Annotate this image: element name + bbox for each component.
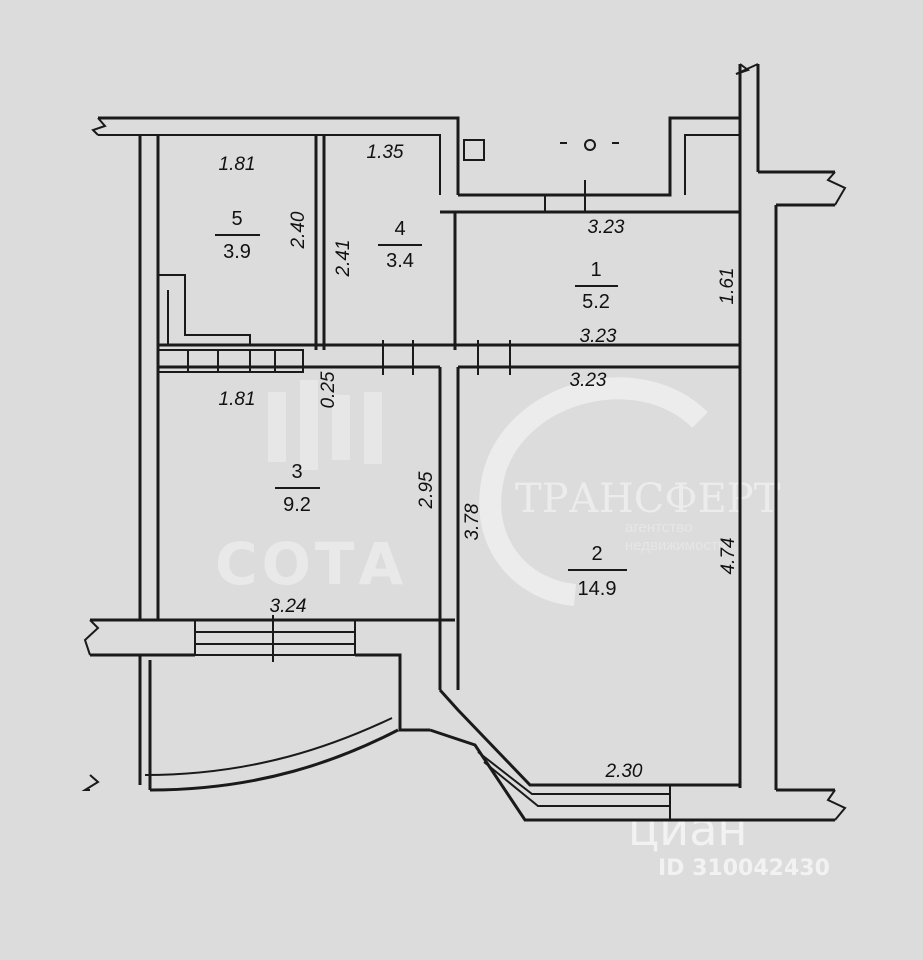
dim-room3-gap: 0.25 <box>318 371 339 408</box>
room-3-area: 9.2 <box>283 494 311 516</box>
sota-logo-mark-2 <box>300 380 318 470</box>
dim-room5-height: 2.40 <box>288 211 309 249</box>
room-2-number: 2 <box>591 543 602 565</box>
dim-corridor-width: 3.23 <box>570 370 607 391</box>
walls <box>81 63 847 822</box>
sota-logo-mark <box>268 392 286 462</box>
cian-watermark: циан ID 310042430 <box>628 802 830 881</box>
room-3-label: 3 9.2 <box>275 461 320 516</box>
room-1-number: 1 <box>590 259 601 281</box>
sota-watermark: СОТА <box>215 380 407 598</box>
dim-room1-height: 1.61 <box>717 268 738 305</box>
dim-room3-height: 2.95 <box>416 471 437 509</box>
sota-watermark-text: СОТА <box>215 530 407 598</box>
room-2-area: 14.9 <box>578 578 617 600</box>
dim-room1-width-top: 3.23 <box>588 217 625 238</box>
agency-watermark-line1: агентство <box>625 519 692 536</box>
dim-room3-width-top: 1.81 <box>219 389 256 410</box>
dim-room3-width-bottom: 3.24 <box>270 596 307 617</box>
room-5-area: 3.9 <box>223 241 251 263</box>
room-4-area: 3.4 <box>386 250 414 272</box>
sota-logo-mark-3 <box>332 395 350 460</box>
dim-room5-width-top: 1.81 <box>219 154 256 175</box>
room-1-area: 5.2 <box>582 291 610 313</box>
vent-symbol <box>584 139 596 151</box>
dim-room4-height: 2.41 <box>333 240 354 278</box>
dim-room2-left-height: 3.78 <box>462 503 483 540</box>
dim-room1-width-bottom: 3.23 <box>580 326 617 347</box>
dimension-labels: 1.81 2.40 1.35 2.41 3.23 1.61 3.23 3.23 … <box>219 142 739 782</box>
room-5-label: 5 3.9 <box>215 208 260 263</box>
room-2-label: 2 14.9 <box>568 543 627 600</box>
agency-watermark-line2: недвижимости <box>625 537 726 554</box>
room-4-number: 4 <box>394 218 405 240</box>
dim-room4-width-top: 1.35 <box>367 142 404 163</box>
transfert-watermark: ТРАНСФЕРТ агентство недвижимости <box>479 377 781 606</box>
dim-room2-right-height: 4.74 <box>718 538 739 575</box>
cian-watermark-text: циан <box>628 802 747 856</box>
room-5-number: 5 <box>231 208 242 230</box>
transfert-watermark-text: ТРАНСФЕРТ <box>515 476 781 522</box>
room-1-label: 1 5.2 <box>575 259 618 313</box>
room-4-label: 4 3.4 <box>378 218 422 272</box>
sota-logo-mark-4 <box>364 392 382 464</box>
cian-id-text: ID 310042430 <box>658 856 830 881</box>
room-3-number: 3 <box>291 461 302 483</box>
transfert-logo-arc <box>479 377 708 606</box>
dim-room2-bottom: 2.30 <box>605 761 643 782</box>
